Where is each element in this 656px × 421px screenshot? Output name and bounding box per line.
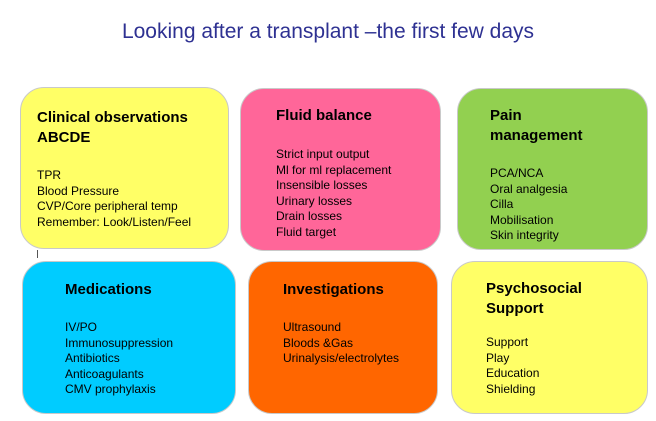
card-psychosocial-support: Psychosocial Support Support Play Educat… <box>451 261 648 414</box>
card-item-list: Strict input output Ml for ml replacemen… <box>276 147 391 241</box>
card-investigations: Investigations Ultrasound Bloods &Gas Ur… <box>248 261 438 414</box>
card-item: Strict input output <box>276 147 370 161</box>
card-heading: Psychosocial Support <box>486 280 582 317</box>
card-item: Support <box>486 335 529 349</box>
card-item-list: IV/PO Immunosuppression Antibiotics Anti… <box>65 320 173 398</box>
card-item: Fluid target <box>276 224 337 239</box>
card-item: CVP/Core peripheral temp <box>37 199 178 214</box>
card-item-list: PCA/NCA Oral analgesia Cilla Mobilisatio… <box>490 166 567 244</box>
card-pain-management: Pain management PCA/NCA Oral analgesia C… <box>457 88 648 250</box>
card-item: Insensible losses <box>276 178 368 193</box>
card-item-list: TPR Blood Pressure CVP/Core peripheral t… <box>37 168 191 230</box>
card-item: Shielding <box>486 381 536 396</box>
divider-mark <box>37 250 38 258</box>
card-fluid-balance: Fluid balance Strict input output Ml for… <box>240 88 441 251</box>
card-item: Bloods &Gas <box>283 335 354 350</box>
card-item: CMV prophylaxis <box>65 382 156 397</box>
card-item: Anticoagulants <box>65 366 144 381</box>
card-item: Education <box>486 366 540 381</box>
card-item: Skin integrity <box>490 228 559 243</box>
slide-title: Looking after a transplant –the first fe… <box>121 20 535 43</box>
card-item: TPR <box>37 168 61 182</box>
card-item: Play <box>486 350 510 365</box>
card-item: Antibiotics <box>65 351 120 366</box>
card-clinical-observations: Clinical observations ABCDE TPR Blood Pr… <box>20 87 229 249</box>
card-item: Remember: Look/Listen/Feel <box>37 214 192 229</box>
card-item: Blood Pressure <box>37 183 120 198</box>
card-heading: Investigations <box>283 281 384 298</box>
card-item: IV/PO <box>65 320 98 334</box>
card-item-list: Ultrasound Bloods &Gas Urinalysis/electr… <box>283 320 399 367</box>
card-item: Drain losses <box>276 209 343 224</box>
card-heading: Fluid balance <box>276 107 372 124</box>
card-heading: Clinical observations ABCDE <box>37 109 188 146</box>
card-item: PCA/NCA <box>490 166 544 180</box>
card-item: Ml for ml replacement <box>276 162 392 177</box>
card-item: Ultrasound <box>283 320 342 334</box>
card-heading: Pain management <box>490 107 583 144</box>
card-heading: Medications <box>65 281 152 298</box>
card-item: Mobilisation <box>490 212 554 227</box>
card-item: Oral analgesia <box>490 181 568 196</box>
card-medications: Medications IV/PO Immunosuppression Anti… <box>22 261 236 414</box>
card-item: Urinary losses <box>276 193 353 208</box>
card-item: Cilla <box>490 197 514 212</box>
card-item: Immunosuppression <box>65 335 174 350</box>
card-item: Urinalysis/electrolytes <box>283 351 400 366</box>
card-item-list: Support Play Education Shielding <box>486 335 539 397</box>
